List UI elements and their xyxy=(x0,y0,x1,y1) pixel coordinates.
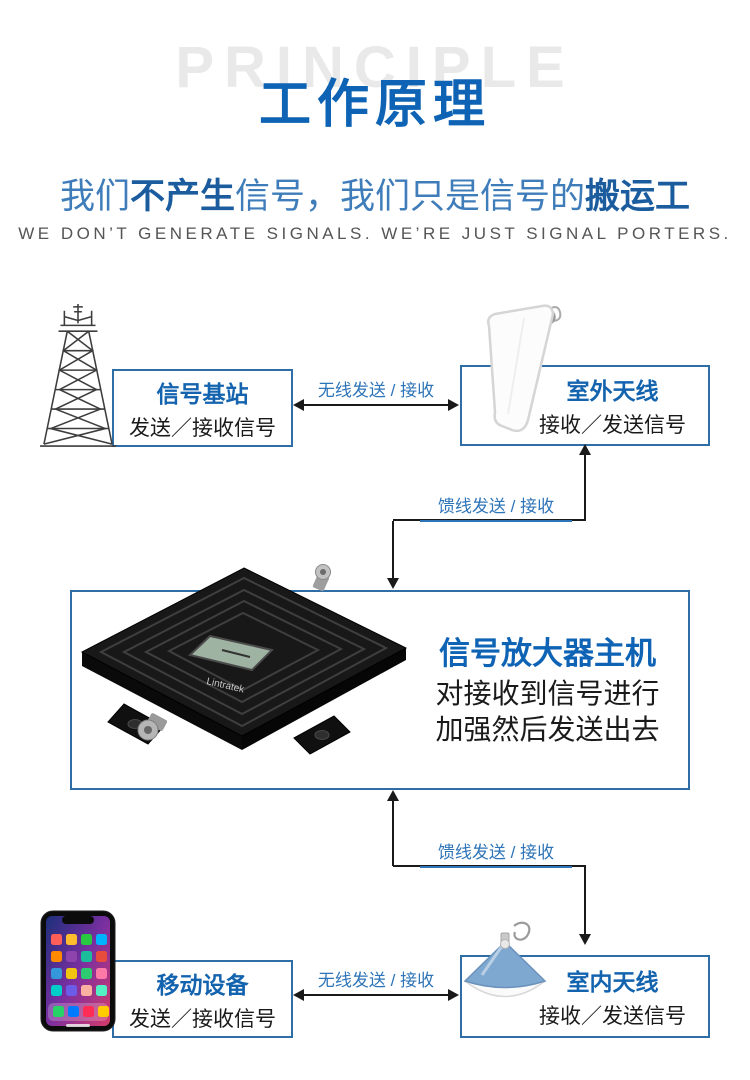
arrow-feeder-top-up xyxy=(579,444,591,520)
indoor-antenna-icon xyxy=(463,921,547,998)
amplifier-device-image: Lintratek xyxy=(80,564,408,755)
smartphone-icon xyxy=(40,910,116,1032)
double-arrow-wireless-top xyxy=(293,399,459,411)
subtitle-part: 我们只是信号的 xyxy=(340,177,586,216)
node-title-outdoor-antenna: 室外天线 xyxy=(566,378,659,404)
watermark-text: PRINCIPLE xyxy=(175,35,575,100)
node-desc-outdoor-antenna: 接收／发送信号 xyxy=(539,414,686,437)
node-desc-indoor-antenna: 接收／发送信号 xyxy=(539,1005,686,1028)
node-title-indoor-antenna: 室内天线 xyxy=(566,969,659,995)
node-mobile-device: 移动设备 发送／接收信号 xyxy=(112,960,293,1038)
subtitle-part-bold: 搬运工 xyxy=(585,177,691,216)
node-desc-mobile-device: 发送／接收信号 xyxy=(129,1007,276,1031)
node-desc-amplifier-line2: 加强然后发送出去 xyxy=(435,714,660,745)
link-label-wireless-bottom: 无线发送 / 接收 xyxy=(299,966,453,996)
double-arrow-wireless-bottom xyxy=(293,989,459,1001)
subtitle-part: 我们 xyxy=(59,177,130,216)
link-label-feeder-top: 馈线发送 / 接收 xyxy=(420,492,572,522)
arrow-feeder-bottom-down xyxy=(579,867,591,945)
cell-tower-icon xyxy=(40,303,116,447)
node-title-base-station: 信号基站 xyxy=(156,380,249,407)
subtitle-part-bold: 不产生 xyxy=(129,177,235,216)
subtitle-part: 信号， xyxy=(234,177,340,216)
node-title-mobile-device: 移动设备 xyxy=(156,971,249,998)
page-title: 工作原理 xyxy=(258,76,491,134)
outdoor-antenna-icon xyxy=(487,304,562,433)
node-desc-amplifier-line1: 对接收到信号进行 xyxy=(435,678,660,709)
arrow-feeder-bottom-up xyxy=(387,790,399,866)
subtitle-english: WE DON’T GENERATE SIGNALS. WE’RE JUST SI… xyxy=(18,224,732,243)
node-desc-base-station: 发送／接收信号 xyxy=(129,416,276,440)
node-base-station: 信号基站 发送／接收信号 xyxy=(112,369,293,447)
arrow-feeder-top-down xyxy=(387,521,399,589)
node-title-amplifier: 信号放大器主机 xyxy=(439,636,656,671)
link-label-wireless-top: 无线发送 / 接收 xyxy=(299,376,453,406)
subtitle: 我们不产生信号，我们只是信号的搬运工 xyxy=(0,168,750,219)
link-label-feeder-bottom: 馈线发送 / 接收 xyxy=(420,838,572,868)
